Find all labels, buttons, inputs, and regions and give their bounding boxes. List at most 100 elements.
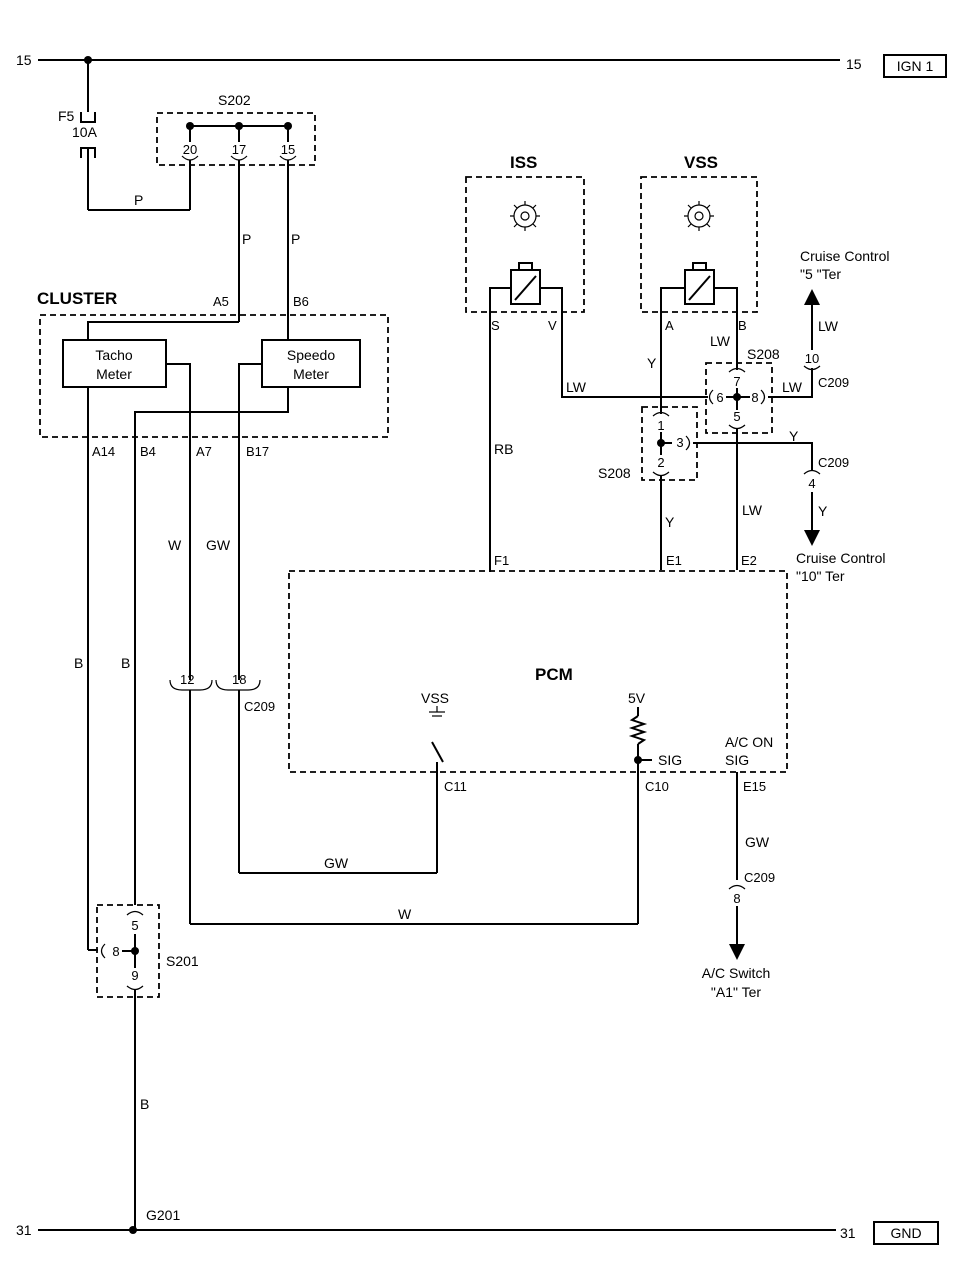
pcm-pin-f1: F1 <box>494 553 509 568</box>
cluster-pin-a14: A14 <box>92 444 115 459</box>
cluster: CLUSTER Tacho Meter Speedo Meter A5 B6 A… <box>37 289 389 459</box>
iss-title: ISS <box>510 153 537 172</box>
wire-lw-e2: LW <box>742 502 763 518</box>
pcm-vss-label: VSS <box>421 690 449 706</box>
iss-pin-s: S <box>491 318 500 333</box>
s208-pin-3: 3 <box>676 435 683 450</box>
c209-label-10: C209 <box>818 375 849 390</box>
c209-pin-8: 8 <box>733 891 740 906</box>
tacho-label-1: Tacho <box>95 347 133 363</box>
rail-top-right-label: 15 <box>846 56 862 72</box>
gear-icon <box>510 201 540 231</box>
splice-s202: S202 20 17 15 <box>156 92 316 166</box>
wire-y-e1: Y <box>665 514 675 530</box>
wire-p-fuse: P <box>134 192 143 208</box>
ign1-tag: IGN 1 <box>897 58 934 74</box>
gnd-tag: GND <box>890 1225 921 1241</box>
wire-gw-c11: GW <box>324 855 349 871</box>
s208-upper-label: S208 <box>747 346 780 362</box>
speedo-meter <box>261 339 361 388</box>
fuse-rating: 10A <box>72 124 98 140</box>
pcm-pin-c11: C11 <box>444 779 467 794</box>
c209-pin-12: 12 <box>180 672 194 687</box>
s202-pin-15: 15 <box>281 142 295 157</box>
s202-pin-20: 20 <box>183 142 197 157</box>
cruise5-label-1: Cruise Control <box>800 248 889 264</box>
arrow-down-icon <box>804 530 820 546</box>
solenoid-icon <box>684 262 715 305</box>
rail-top-left-label: 15 <box>16 52 32 68</box>
s202-label: S202 <box>218 92 251 108</box>
pcm-sig-label: SIG <box>658 752 682 768</box>
ac-switch-label-1: A/C Switch <box>702 965 770 981</box>
arrow-up-icon <box>804 289 820 305</box>
splice-s201: S201 5 8 9 <box>96 904 199 998</box>
wire-w-c10: W <box>398 906 412 922</box>
wire-p-a5: P <box>242 231 251 247</box>
fuse-name: F5 <box>58 108 75 124</box>
wire-lw-vss: LW <box>710 333 731 349</box>
gnd-rail: 31 31 GND G201 <box>16 1207 939 1245</box>
cluster-title: CLUSTER <box>37 289 117 308</box>
fuse-icon: F5 10A <box>58 60 98 210</box>
cluster-pin-b17: B17 <box>246 444 269 459</box>
pcm-ac-on-label-1: A/C ON <box>725 734 773 750</box>
cluster-pin-b4: B4 <box>140 444 156 459</box>
tacho-label-2: Meter <box>96 366 132 382</box>
s201-pin-8: 8 <box>112 944 119 959</box>
connector-c209-12-18: 12 18 C209 <box>169 672 275 714</box>
s208-pin-5: 5 <box>733 409 740 424</box>
wire-lw-cruise5: LW <box>818 318 839 334</box>
c209-pin-4: 4 <box>808 476 815 491</box>
s201-pin-9: 9 <box>131 968 138 983</box>
speedo-label-1: Speedo <box>287 347 335 363</box>
iss-pin-v: V <box>548 318 557 333</box>
resistor-icon <box>628 707 648 924</box>
cruise10-label-1: Cruise Control <box>796 550 885 566</box>
switch-icon <box>431 741 444 873</box>
pcm-title: PCM <box>535 665 573 684</box>
gear-icon <box>684 201 714 231</box>
connector-c209-8: C209 8 <box>728 870 775 906</box>
cluster-pin-a7: A7 <box>196 444 212 459</box>
s208-lower-label: S208 <box>598 465 631 481</box>
s208-pin-7: 7 <box>733 374 740 389</box>
ground-symbol-icon <box>429 706 445 717</box>
splice-s208-upper: S208 7 6 8 5 <box>705 346 780 434</box>
cruise10-label-2: "10" Ter <box>796 568 845 584</box>
ac-switch-label-2: "A1" Ter <box>711 984 761 1000</box>
solenoid-icon <box>510 262 541 305</box>
splice-s208-lower: S208 1 3 2 <box>598 406 698 481</box>
wire-gw-b17: GW <box>206 537 231 553</box>
wire-y-cruise10: Y <box>818 503 828 519</box>
arrow-down-icon <box>729 944 745 960</box>
wire-y-s208-c209: Y <box>789 428 799 444</box>
s201-label: S201 <box>166 953 199 969</box>
s208-pin-2: 2 <box>657 455 664 470</box>
cluster-pin-b6: B6 <box>293 294 309 309</box>
pcm-pin-e2: E2 <box>741 553 757 568</box>
wire-b-b4: B <box>121 655 130 671</box>
s208-pin-6: 6 <box>716 390 723 405</box>
pcm: PCM F1 E1 E2 VSS C11 5V SIG C10 A/C ON S… <box>288 553 788 924</box>
cruise5-label-2: "5 "Ter <box>800 266 841 282</box>
iss-sensor: ISS S V <box>465 153 585 333</box>
c209-pin-10: 10 <box>805 351 819 366</box>
c209-label-4: C209 <box>818 455 849 470</box>
wire-lw-iss: LW <box>566 379 587 395</box>
vss-pin-b: B <box>738 318 747 333</box>
connector-c209-4: 4 C209 <box>803 455 849 491</box>
rail-bottom-right-label: 31 <box>840 1225 856 1241</box>
cluster-pin-a5: A5 <box>213 294 229 309</box>
pcm-pin-e1: E1 <box>666 553 682 568</box>
c209-label-8: C209 <box>744 870 775 885</box>
s201-pin-5: 5 <box>131 918 138 933</box>
ground-g201-label: G201 <box>146 1207 180 1223</box>
wire-w-a7: W <box>168 537 182 553</box>
vss-pin-a: A <box>665 318 674 333</box>
wire-y-vss: Y <box>647 355 657 371</box>
wire-p-b6: P <box>291 231 300 247</box>
vss-sensor: VSS A B <box>640 153 758 333</box>
wire-rb: RB <box>494 441 513 457</box>
vss-title: VSS <box>684 153 718 172</box>
